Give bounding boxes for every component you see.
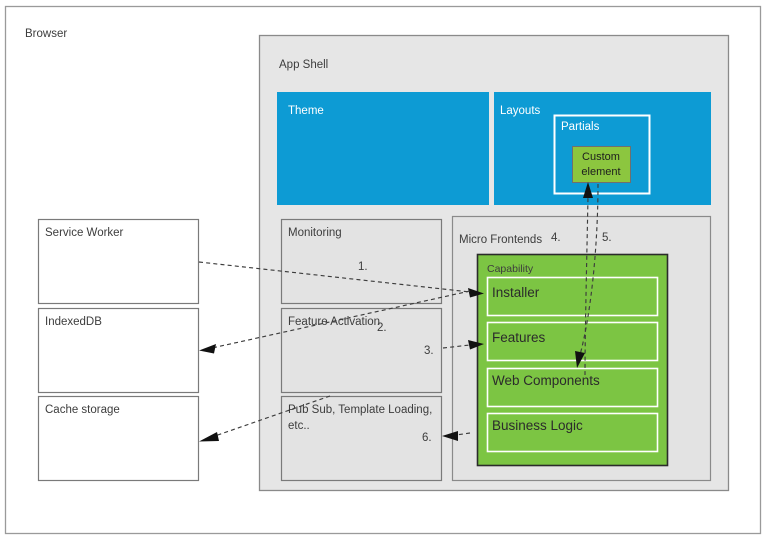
custom-element-box <box>572 146 631 183</box>
connector-6b-arrowhead <box>199 432 219 442</box>
feature-activation-box <box>280 307 443 394</box>
feature-activation-label: Feature Activation <box>288 316 380 328</box>
micro-frontends-label: Micro Frontends <box>459 234 542 246</box>
connector-4-web-components-to-custom-element <box>584 195 589 376</box>
connector-2-installer-to-indexeddb <box>211 290 471 349</box>
layouts-label: Layouts <box>500 105 541 117</box>
service-worker-box <box>37 218 200 305</box>
connector-5-custom-element-to-web-components <box>579 183 599 356</box>
connector-4-arrowhead <box>583 182 593 198</box>
connector-3-arrowhead <box>468 340 484 350</box>
capability-item-business-logic-label: Business Logic <box>492 418 583 433</box>
service-worker-label: Service Worker <box>45 227 124 239</box>
connector-3-feature-activation-to-features <box>442 344 471 349</box>
step-number-1: 1. <box>358 261 368 273</box>
connector-6-arrowhead <box>442 431 458 441</box>
theme-panel <box>277 92 489 205</box>
connector-5-arrowhead <box>575 351 585 368</box>
app-shell-label: App Shell <box>279 59 328 71</box>
capability-item-web-components-box <box>486 367 659 408</box>
connector-1-service-worker-to-installer <box>198 261 471 293</box>
capability-item-features-label: Features <box>492 330 546 345</box>
pubsub-box <box>280 395 443 482</box>
partials-panel <box>553 114 651 195</box>
theme-label: Theme <box>288 105 324 117</box>
step-number-6: 6. <box>422 432 432 444</box>
capability-item-features-box <box>486 321 659 362</box>
custom-element-label-line2: element <box>581 166 620 178</box>
connector-2-arrowhead <box>199 344 216 354</box>
capability-item-web-components-label: Web Components <box>492 373 600 388</box>
cache-storage-label: Cache storage <box>45 404 120 416</box>
connector-6-business-logic-to-pubsub <box>455 432 471 436</box>
capability-label: Capability <box>487 263 534 275</box>
pubsub-label-line1: Pub Sub, Template Loading, <box>288 404 432 416</box>
step-number-4: 4. <box>551 232 561 244</box>
connector-6-pubsub-to-cache-storage <box>211 395 331 438</box>
partials-label: Partials <box>561 121 600 133</box>
step-number-5: 5. <box>602 232 612 244</box>
indexeddb-label: IndexedDB <box>45 316 102 328</box>
connector-1-arrowhead <box>468 288 484 298</box>
custom-element-label-line1: Custom <box>582 151 620 163</box>
pubsub-label-line2: etc.. <box>288 420 310 432</box>
capability-item-installer-label: Installer <box>492 285 540 300</box>
step-number-3: 3. <box>424 345 434 357</box>
cache-storage-box <box>37 395 200 482</box>
step-number-2: 2. <box>377 322 387 334</box>
capability-item-installer-box <box>486 276 659 317</box>
browser-label: Browser <box>25 28 67 40</box>
capability-item-business-logic-box <box>486 412 659 453</box>
indexeddb-box <box>37 307 200 394</box>
monitoring-box <box>280 218 443 305</box>
monitoring-label: Monitoring <box>288 227 342 239</box>
